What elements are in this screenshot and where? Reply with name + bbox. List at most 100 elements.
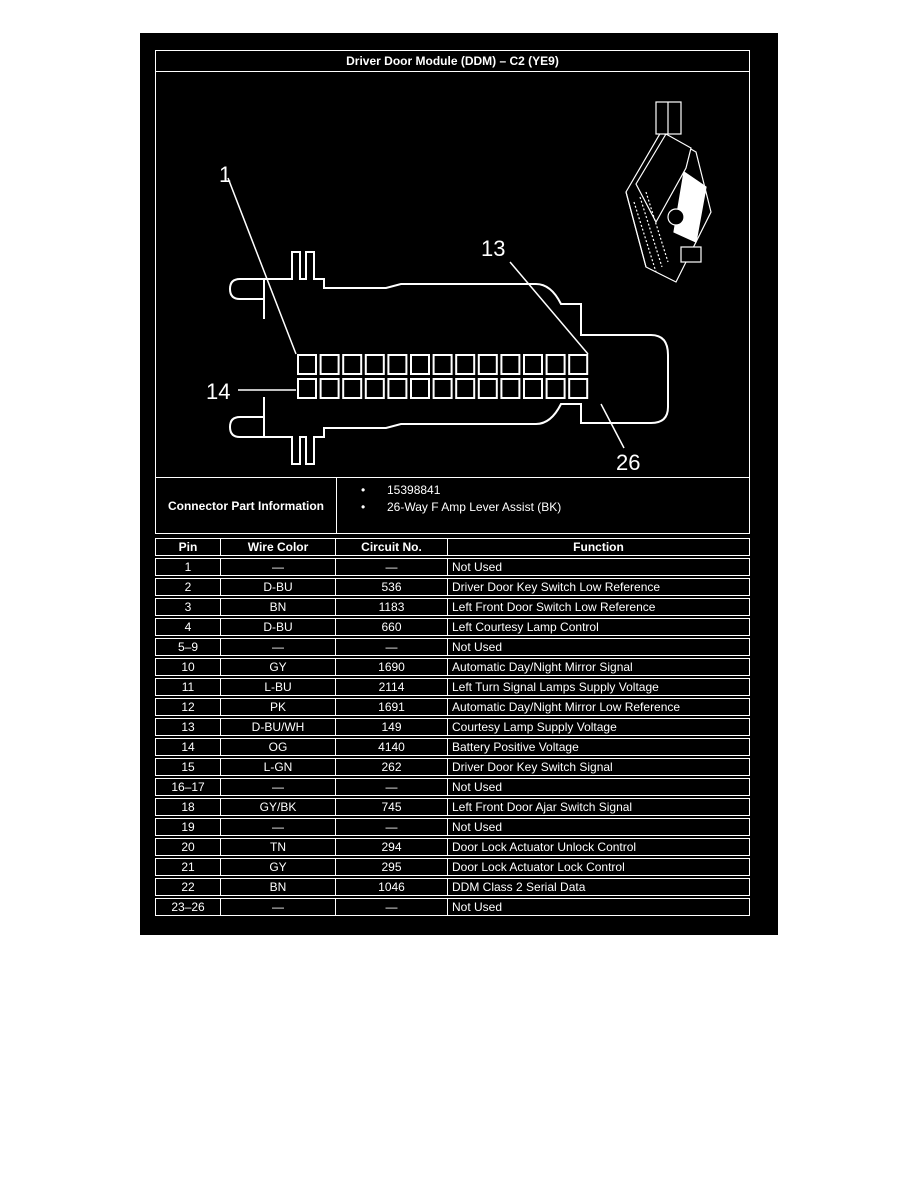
cell-pin: 2 (155, 578, 221, 596)
cell-pin: 23–26 (155, 898, 221, 916)
cell-circuit-no: 1183 (336, 598, 448, 616)
pin-cavity (319, 378, 340, 399)
list-item: • 15398841 (361, 482, 749, 499)
cell-pin: 12 (155, 698, 221, 716)
cell-wire-color: TN (221, 838, 336, 856)
table-row: 23–26——Not Used (155, 898, 750, 916)
pin-cavity (410, 378, 430, 399)
pin-cavity (342, 378, 363, 399)
cell-wire-color: — (221, 638, 336, 656)
connector-description: 26-Way F Amp Lever Assist (BK) (387, 500, 562, 514)
connector-diagram: 1 13 14 26 (155, 72, 750, 478)
cell-wire-color: L-GN (221, 758, 336, 776)
callout-pin-13: 13 (481, 236, 505, 261)
cell-circuit-no: 295 (336, 858, 448, 876)
cell-wire-color: GY (221, 858, 336, 876)
pin-cavity (364, 354, 385, 375)
cell-wire-color: OG (221, 738, 336, 756)
cell-pin: 5–9 (155, 638, 221, 656)
pin-cavity (455, 378, 476, 399)
cell-circuit-no: — (336, 778, 448, 796)
cell-circuit-no: — (336, 558, 448, 576)
callout-pin-26: 26 (616, 450, 640, 475)
pin-cavity (523, 354, 543, 375)
cell-circuit-no: — (336, 818, 448, 836)
part-number: 15398841 (387, 483, 441, 497)
header-circuit-no: Circuit No. (336, 538, 448, 556)
header-function: Function (448, 538, 750, 556)
pin-cavity (477, 354, 498, 375)
cell-pin: 1 (155, 558, 221, 576)
cell-function: Automatic Day/Night Mirror Low Reference (448, 698, 750, 716)
pin-cavity (432, 378, 453, 399)
cell-wire-color: L-BU (221, 678, 336, 696)
pin-cavity (523, 378, 543, 399)
cell-function: Not Used (448, 558, 750, 576)
cell-wire-color: BN (221, 598, 336, 616)
pin-cavity (500, 354, 521, 375)
cell-function: Driver Door Key Switch Low Reference (448, 578, 750, 596)
pin-cavity (410, 354, 430, 375)
cell-circuit-no: 4140 (336, 738, 448, 756)
cell-circuit-no: 262 (336, 758, 448, 776)
cell-wire-color: PK (221, 698, 336, 716)
cell-function: Battery Positive Voltage (448, 738, 750, 756)
header-wire-color: Wire Color (221, 538, 336, 556)
pinout-table: Pin Wire Color Circuit No. Function 1——N… (155, 536, 750, 918)
cell-pin: 3 (155, 598, 221, 616)
pin-cavity (342, 354, 363, 375)
cell-function: Not Used (448, 818, 750, 836)
pin-cavity (477, 378, 498, 399)
cell-function: Left Front Door Switch Low Reference (448, 598, 750, 616)
pin-cavity (387, 354, 408, 375)
cell-circuit-no: — (336, 638, 448, 656)
pin-cavity (432, 354, 453, 375)
cell-wire-color: — (221, 778, 336, 796)
cell-wire-color: D-BU (221, 618, 336, 636)
cell-pin: 4 (155, 618, 221, 636)
cell-pin: 15 (155, 758, 221, 776)
header-pin: Pin (155, 538, 221, 556)
cell-function: Not Used (448, 638, 750, 656)
pin-cavity (545, 378, 566, 399)
cell-pin: 22 (155, 878, 221, 896)
cell-function: Courtesy Lamp Supply Voltage (448, 718, 750, 736)
cell-function: DDM Class 2 Serial Data (448, 878, 750, 896)
cell-circuit-no: 294 (336, 838, 448, 856)
cell-circuit-no: 1690 (336, 658, 448, 676)
table-row: 19——Not Used (155, 818, 750, 836)
pin-cavity (500, 378, 521, 399)
callout-pin-1: 1 (219, 162, 231, 187)
pin-cavity (319, 354, 340, 375)
bullet-icon: • (361, 483, 366, 497)
cell-circuit-no: 536 (336, 578, 448, 596)
cell-wire-color: GY (221, 658, 336, 676)
pin-cavity (364, 378, 385, 399)
pin-cavity (455, 354, 476, 375)
callout-pin-14: 14 (206, 379, 230, 404)
connector-face-drawing: 1 13 14 26 (206, 101, 712, 475)
cell-function: Left Courtesy Lamp Control (448, 618, 750, 636)
pin-cavity (297, 378, 317, 399)
cell-wire-color: GY/BK (221, 798, 336, 816)
table-row: 5–9——Not Used (155, 638, 750, 656)
cell-circuit-no: 1046 (336, 878, 448, 896)
cell-wire-color: — (221, 558, 336, 576)
cell-function: Left Turn Signal Lamps Supply Voltage (448, 678, 750, 696)
cell-wire-color: BN (221, 878, 336, 896)
cell-wire-color: D-BU (221, 578, 336, 596)
cell-function: Door Lock Actuator Lock Control (448, 858, 750, 876)
connector-info-list: • 15398841 • 26-Way F Amp Lever Assist (… (337, 478, 749, 533)
cell-wire-color: — (221, 898, 336, 916)
cell-pin: 16–17 (155, 778, 221, 796)
connector-title: Driver Door Module (DDM) – C2 (YE9) (155, 50, 750, 72)
bullet-icon: • (361, 500, 366, 514)
